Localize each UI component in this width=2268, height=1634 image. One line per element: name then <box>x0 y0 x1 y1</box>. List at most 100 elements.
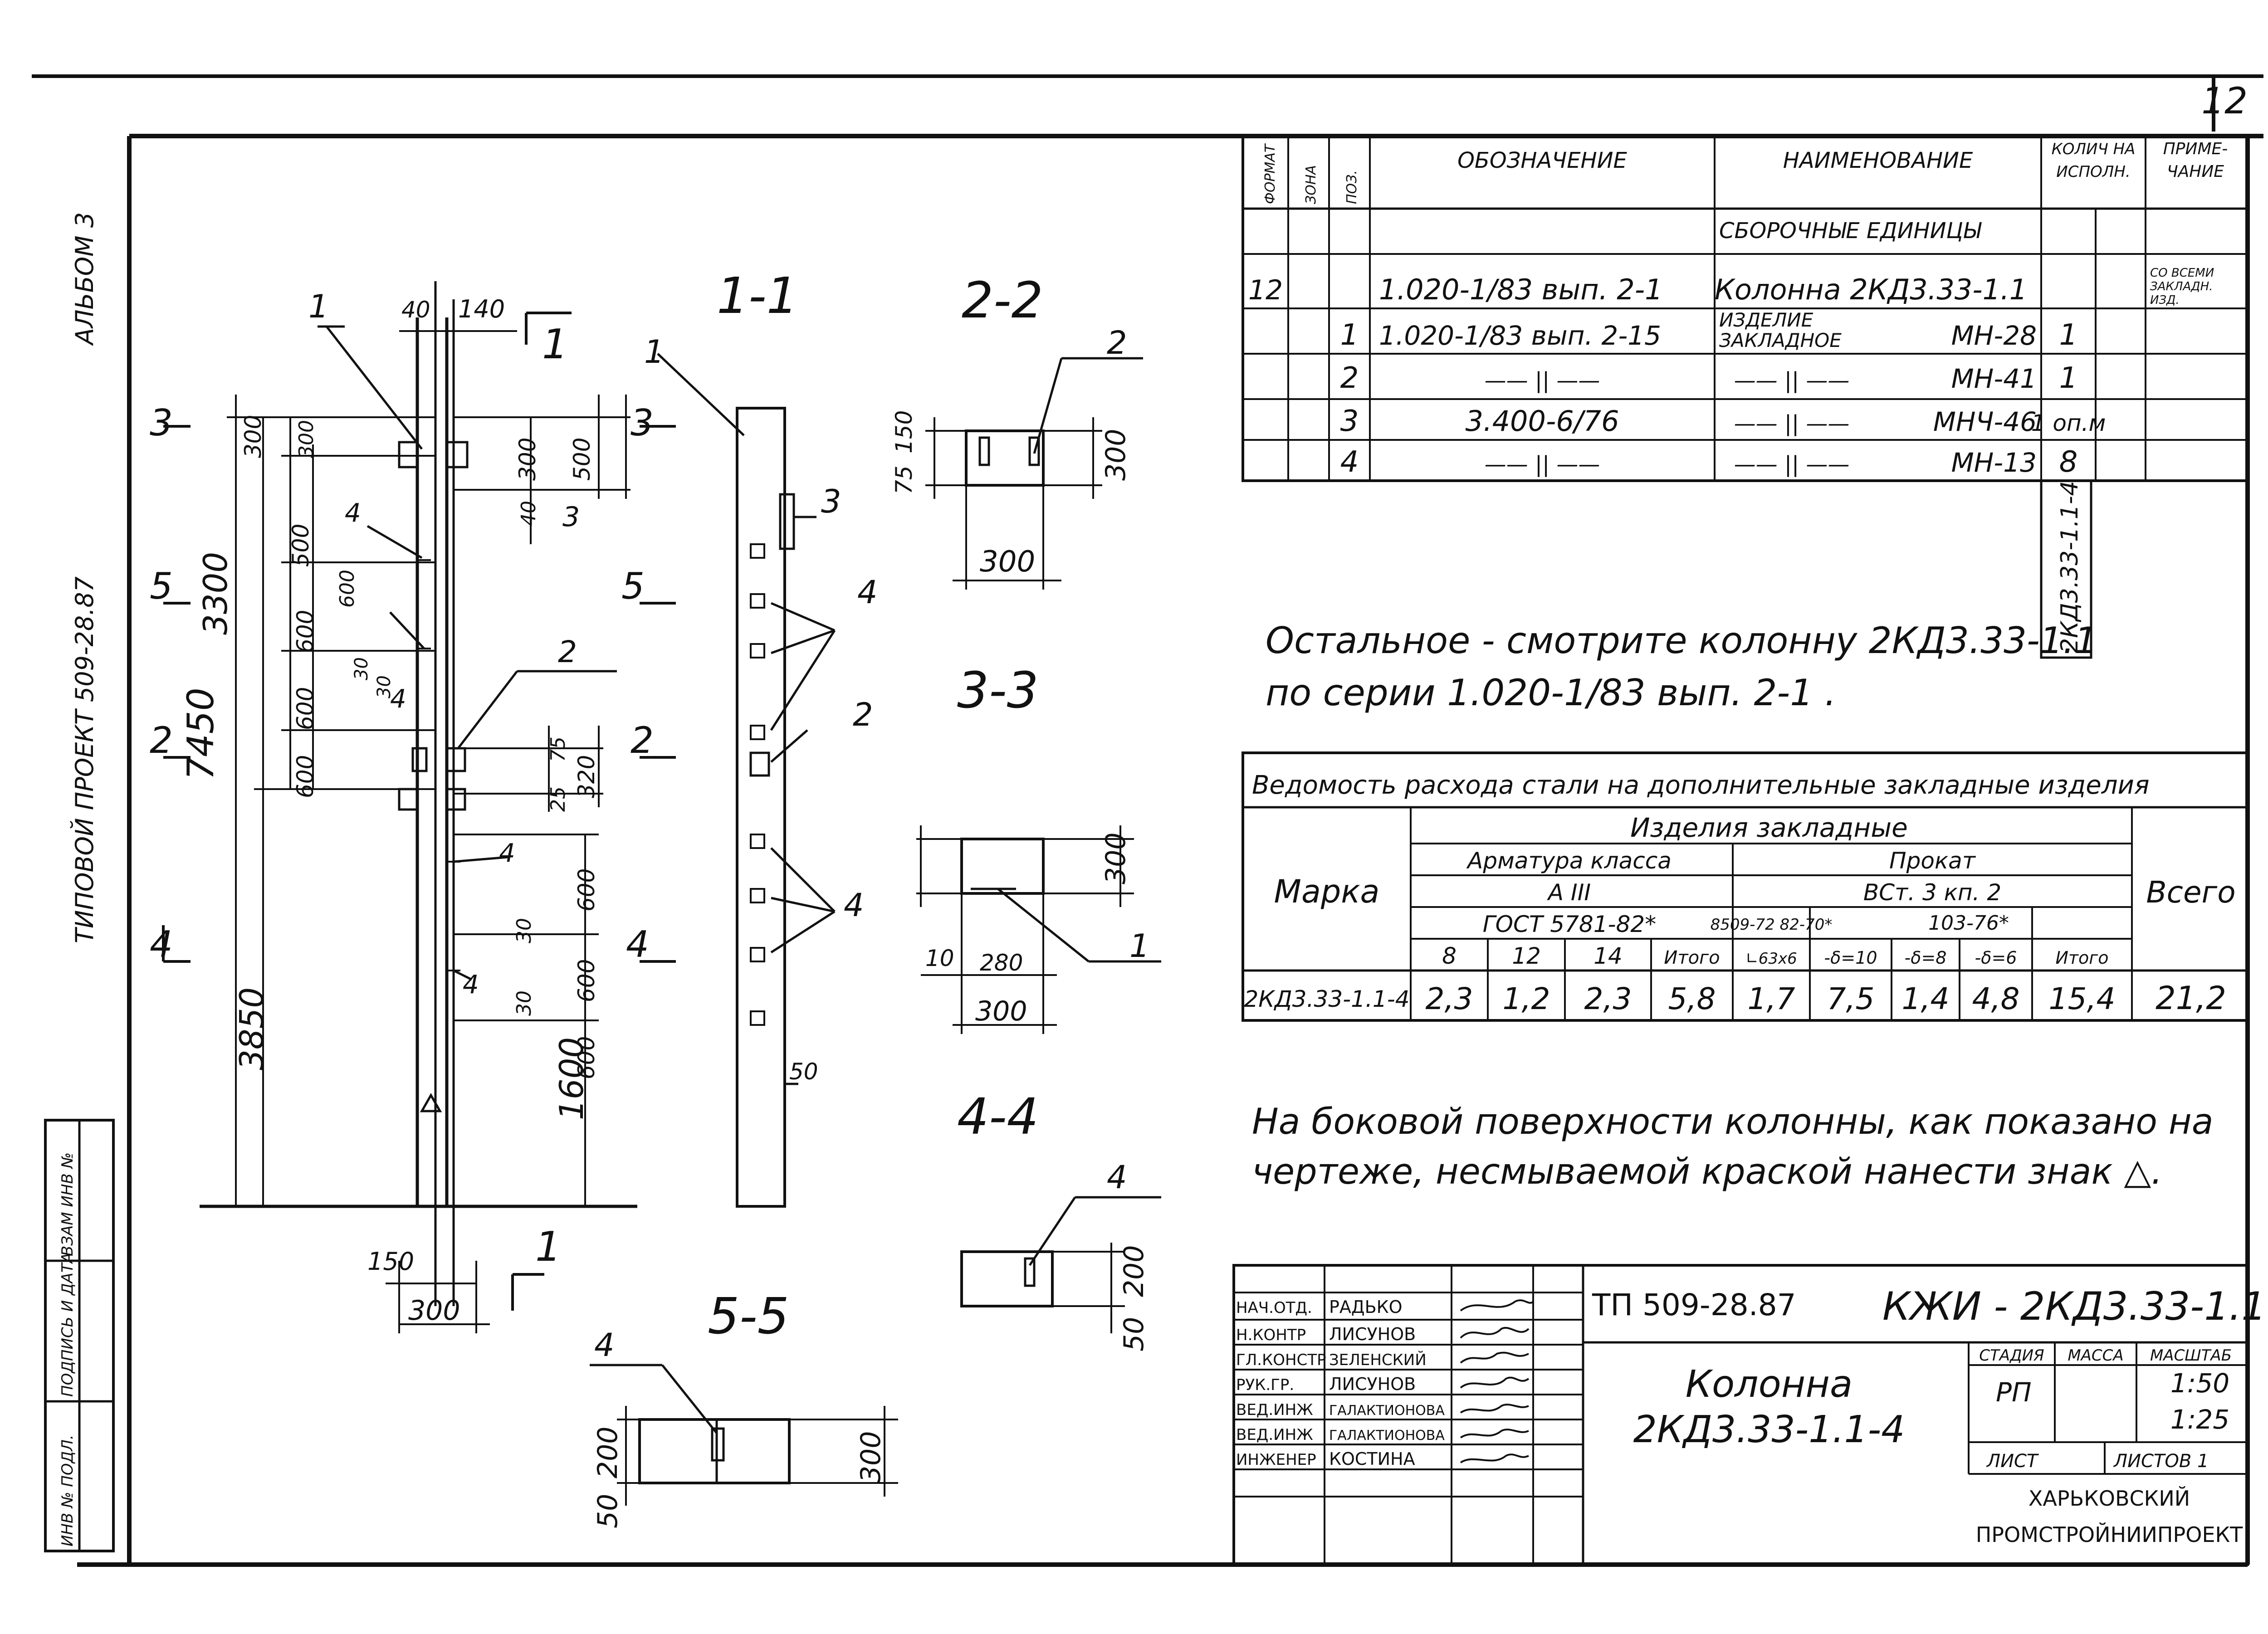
steel-col-4: ∟63x6 <box>1745 950 1797 968</box>
dim-600-f: 600 <box>573 959 600 1002</box>
elevation-labels: 1 1 1 3 3 5 5 2 2 4 4 2 3 4 4 4 4 <box>150 288 654 1271</box>
s44-dim-200: 200 <box>1118 1245 1150 1297</box>
spec-r3-designation: —— || —— <box>1485 368 1600 393</box>
spec-r1-note-2: ЗАКЛАДН. <box>2150 280 2213 293</box>
steel-table-text: Ведомость расхода стали на дополнительны… <box>1244 771 2235 1017</box>
s22-dim-300h: 300 <box>980 545 1035 579</box>
section-1-1-title: 1-1 <box>717 267 798 325</box>
dim-75: 75 <box>547 737 570 762</box>
spec-table <box>1242 135 2249 659</box>
dim-3300: 3300 <box>196 552 235 635</box>
s11-mark-4a: 4 <box>857 574 878 611</box>
spec-r5-qty: 8 <box>2059 445 2078 479</box>
s22-dim-75: 75 <box>891 465 917 494</box>
steel-h-mark: Марка <box>1274 873 1380 910</box>
tb-person-0: РАДЬКО <box>1329 1297 1403 1317</box>
tb-person-3: ЛИСУНОВ <box>1329 1374 1416 1394</box>
note-1-line-2: по серии 1.020-1/83 вып. 2-1 . <box>1266 672 1836 714</box>
note-2-line-1: На боковой поверхности колонны, как пока… <box>1252 1102 2214 1142</box>
title-block-text: ТП 509-28.87 КЖИ - 2КД3.33-1.1-4 Колонна… <box>1236 1284 2268 1547</box>
elevation-dimensions: 40 140 3300 7450 3850 1600 300 300 500 6… <box>180 295 600 1327</box>
tb-person-6: КОСТИНА <box>1329 1449 1415 1469</box>
dim-600-b: 600 <box>292 610 318 653</box>
tb-h-stage: СТАДИЯ <box>1979 1346 2044 1365</box>
section-3-3-labels: 1 10 280 300 300 <box>925 832 1150 1027</box>
steel-row-v2: 2,3 <box>1584 981 1632 1016</box>
s55-dim-50: 50 <box>592 1494 624 1528</box>
dim-300-c: 300 <box>514 438 541 481</box>
spec-section-title: СБОРОЧНЫЕ ЕДИНИЦЫ <box>1719 218 1982 244</box>
spec-h-qty-1: КОЛИЧ НА <box>2052 140 2136 158</box>
dim-30-b: 30 <box>513 990 536 1016</box>
spec-h-qty-2: ИСПОЛН. <box>2056 163 2130 181</box>
steel-class: А III <box>1547 879 1591 906</box>
steel-col-6: -δ=8 <box>1905 948 1947 968</box>
steel-col-7: -δ=6 <box>1975 948 2017 968</box>
spec-rows: 12 1.020-1/83 вып. 2-1 Колонна 2КД3.33-1… <box>1248 266 2214 653</box>
section-3-3-title: 3-3 <box>957 661 1039 719</box>
elev-section-2-right: 2 <box>631 719 654 761</box>
tb-role-5: ВЕД.ИНЖ <box>1236 1426 1313 1444</box>
dim-600-c: 600 <box>292 687 318 730</box>
elev-section-4-right: 4 <box>626 923 649 966</box>
steel-row-v1: 1,2 <box>1503 981 1550 1016</box>
dim-40-b: 40 <box>517 501 540 526</box>
spec-r2-qty: 1 <box>2059 318 2078 352</box>
spec-r4-name: —— || —— <box>1734 411 1850 436</box>
stamp-vzam: ВЗАМ ИНВ № <box>59 1152 77 1256</box>
tb-person-5: ГАЛАКТИОНОВА <box>1329 1428 1445 1444</box>
tb-person-2: ЗЕЛЕНСКИЙ <box>1329 1351 1427 1369</box>
elev-section-1-bottom: 1 <box>535 1223 561 1271</box>
spec-r5-name: —— || —— <box>1734 452 1850 477</box>
s11-mark-2: 2 <box>853 696 873 733</box>
spec-r1-format: 12 <box>1248 274 1283 306</box>
spec-r2-mark: МН-28 <box>1951 320 2037 351</box>
section-4-4 <box>960 1196 1161 1333</box>
album-label: АЛЬБОМ 3 <box>70 212 99 346</box>
spec-r4-mark: МНЧ-46 <box>1933 406 2037 437</box>
steel-armatura: Арматура класса <box>1466 848 1672 874</box>
dim-600-a: 600 <box>336 570 359 608</box>
dim-140: 140 <box>458 295 505 323</box>
elev-mark-4a: 4 <box>345 498 361 528</box>
dim-300-bottom: 300 <box>408 1295 460 1327</box>
spec-r5-mark: МН-13 <box>1951 447 2037 478</box>
elev-section-2-left: 2 <box>150 719 173 761</box>
spec-h-format: ФОРМАТ <box>1262 143 1278 204</box>
elev-mark-4d: 4 <box>463 970 479 1000</box>
dim-600-g: 600 <box>573 1036 600 1079</box>
dim-300-b: 300 <box>295 420 318 458</box>
spec-h-designation: ОБОЗНАЧЕНИЕ <box>1457 148 1627 173</box>
spec-h-zone: ЗОНА <box>1303 165 1319 204</box>
elev-mark-3: 3 <box>562 501 580 533</box>
dim-500-b: 500 <box>569 438 595 481</box>
spec-r2-pos: 1 <box>1340 318 1359 352</box>
steel-row-v6: 1,4 <box>1902 981 1950 1016</box>
title-block <box>1232 1264 2249 1566</box>
section-5-5-labels: 4 200 50 300 <box>592 1327 887 1528</box>
dim-1600: 1600 <box>552 1037 591 1120</box>
tb-scale-1: 1:50 <box>2170 1368 2229 1399</box>
tb-drawing-code: КЖИ - 2КД3.33-1.1-4 <box>1882 1284 2268 1329</box>
section-2-2 <box>925 357 1143 590</box>
steel-group: Изделия закладные <box>1630 812 1908 843</box>
elev-section-3-right: 3 <box>631 402 654 444</box>
elev-section-5-right: 5 <box>621 565 645 607</box>
spec-r3-name: —— || —— <box>1734 368 1850 393</box>
s11-mark-3: 3 <box>821 483 841 520</box>
spec-vertical-mark: 2КД3.33-1.1-4 <box>2056 481 2083 653</box>
note-2-line-2: чертеже, несмываемой краской нанести зна… <box>1252 1151 2162 1192</box>
steel-row-mark: 2КД3.33-1.1-4 <box>1244 986 1409 1012</box>
steel-col-0: 8 <box>1442 943 1457 969</box>
spec-r3-mark: МН-41 <box>1951 363 2037 394</box>
spec-r1-name: Колонна 2КД3.33-1.1 <box>1715 273 2027 306</box>
spec-r3-pos: 2 <box>1340 361 1359 395</box>
steel-table <box>1242 751 2249 1022</box>
note-1-line-1: Остальное - смотрите колонну 2КД3.33-1.1 <box>1266 619 2097 662</box>
section-2-2-labels: 2 150 75 300 300 <box>891 324 1132 579</box>
stamp-podpis: ПОДПИСЬ И ДАТА <box>59 1253 77 1397</box>
section-2-2-title: 2-2 <box>962 271 1043 329</box>
elev-section-5-left: 5 <box>150 565 173 607</box>
spec-r5-pos: 4 <box>1340 445 1359 479</box>
